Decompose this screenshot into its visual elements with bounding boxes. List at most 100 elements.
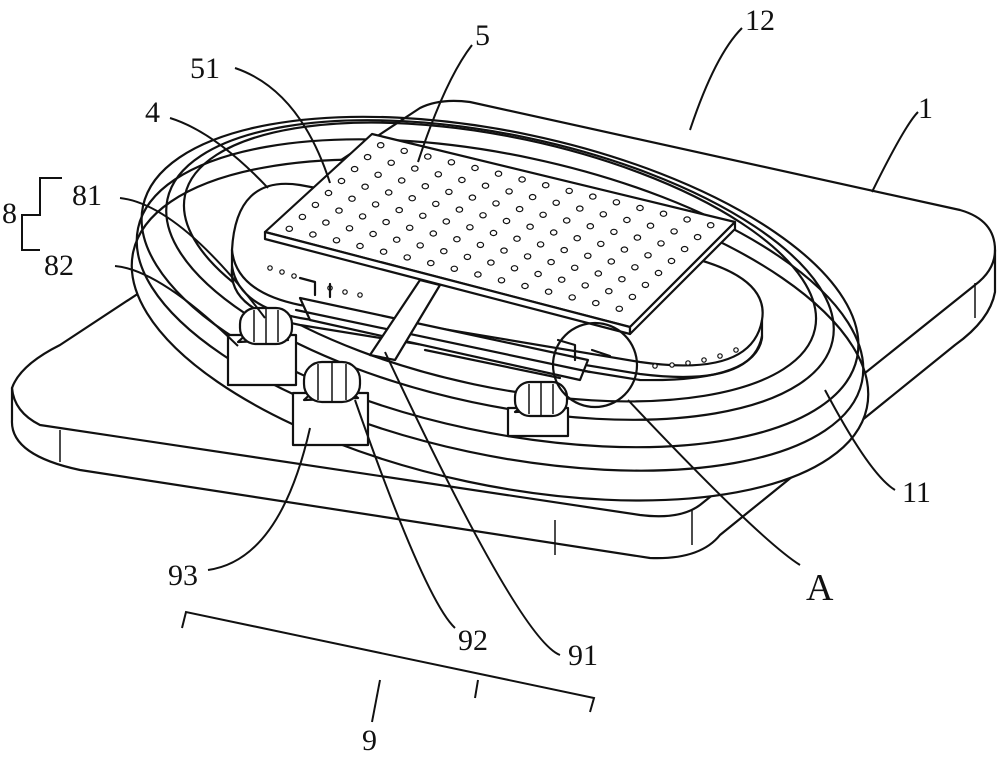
plate-hole bbox=[587, 224, 593, 229]
plate-hole bbox=[338, 178, 344, 183]
plate-hole bbox=[441, 249, 447, 254]
plate-hole bbox=[467, 225, 473, 230]
plate-hole bbox=[407, 225, 413, 230]
label-82: 82 bbox=[44, 249, 74, 282]
plate-hole bbox=[495, 171, 501, 176]
plate-hole bbox=[645, 253, 651, 258]
plate-hole bbox=[459, 177, 465, 182]
plate-hole bbox=[572, 265, 578, 270]
plate-hole bbox=[708, 223, 714, 228]
plate-hole bbox=[545, 289, 551, 294]
label-1: 1 bbox=[918, 92, 933, 125]
plate-hole bbox=[537, 242, 543, 247]
plate-hole bbox=[551, 230, 557, 235]
plate-hole bbox=[668, 258, 674, 263]
label-91: 91 bbox=[568, 639, 598, 672]
plate-hole bbox=[585, 253, 591, 258]
plate-hole bbox=[642, 282, 648, 287]
plate-hole bbox=[420, 213, 426, 218]
plate-hole bbox=[480, 213, 486, 218]
plate-hole bbox=[595, 271, 601, 276]
plate-hole bbox=[606, 289, 612, 294]
plate-hole bbox=[684, 217, 690, 222]
plate-hole bbox=[488, 260, 494, 265]
label-12: 12 bbox=[745, 4, 775, 37]
plate-hole bbox=[357, 243, 363, 248]
plate-hole bbox=[378, 143, 384, 148]
plate-hole bbox=[370, 231, 376, 236]
plate-hole bbox=[637, 205, 643, 210]
plate-hole bbox=[559, 277, 565, 282]
plate-hole bbox=[323, 220, 329, 225]
plate-hole bbox=[312, 202, 318, 207]
plate-hole bbox=[472, 165, 478, 170]
plate-hole bbox=[619, 277, 625, 282]
plate-hole bbox=[430, 231, 436, 236]
plate-hole bbox=[501, 248, 507, 253]
plate-hole bbox=[428, 261, 434, 266]
plate-hole bbox=[577, 206, 583, 211]
plate-hole bbox=[351, 167, 357, 172]
plate-hole bbox=[464, 254, 470, 259]
plate-hole bbox=[446, 189, 452, 194]
plate-hole bbox=[553, 200, 559, 205]
plate-hole bbox=[475, 272, 481, 277]
plate-hole bbox=[624, 217, 630, 222]
plate-hole bbox=[404, 255, 410, 260]
plate-hole bbox=[569, 295, 575, 300]
plate-hole bbox=[543, 183, 549, 188]
label-93: 93 bbox=[168, 559, 198, 592]
plate-hole bbox=[394, 237, 400, 242]
plate-hole bbox=[611, 229, 617, 234]
plate-hole bbox=[372, 202, 378, 207]
plate-hole bbox=[482, 183, 488, 188]
plate-hole bbox=[456, 207, 462, 212]
plate-hole bbox=[336, 208, 342, 213]
plate-hole bbox=[409, 196, 415, 201]
plate-hole bbox=[548, 260, 554, 265]
plate-hole bbox=[477, 242, 483, 247]
plate-hole bbox=[417, 243, 423, 248]
plate-hole bbox=[396, 208, 402, 213]
plate-hole bbox=[511, 266, 517, 271]
plate-hole bbox=[590, 194, 596, 199]
plate-hole bbox=[660, 211, 666, 216]
plate-hole bbox=[694, 235, 700, 240]
plate-hole bbox=[582, 283, 588, 288]
plate-hole bbox=[346, 226, 352, 231]
plate-hole bbox=[593, 301, 599, 306]
plate-hole bbox=[443, 219, 449, 224]
plate-hole bbox=[519, 177, 525, 182]
plate-hole bbox=[632, 265, 638, 270]
plate-hole bbox=[613, 200, 619, 205]
plate-hole bbox=[516, 207, 522, 212]
plate-hole bbox=[608, 259, 614, 264]
plate-hole bbox=[506, 189, 512, 194]
label-8: 8 bbox=[2, 197, 17, 230]
plate-hole bbox=[493, 201, 499, 206]
plate-hole bbox=[469, 195, 475, 200]
plate-hole bbox=[380, 249, 386, 254]
label-9: 9 bbox=[362, 724, 377, 757]
plate-hole bbox=[383, 220, 389, 225]
plate-hole bbox=[540, 212, 546, 217]
plate-hole bbox=[535, 271, 541, 276]
plate-hole bbox=[524, 254, 530, 259]
plate-hole bbox=[522, 283, 528, 288]
plate-hole bbox=[616, 306, 622, 311]
plate-hole bbox=[498, 278, 504, 283]
plate-hole bbox=[451, 266, 457, 271]
plate-hole bbox=[647, 223, 653, 228]
plate-hole bbox=[299, 214, 305, 219]
plate-hole bbox=[359, 214, 365, 219]
plate-hole bbox=[362, 184, 368, 189]
motor-right bbox=[508, 382, 568, 436]
plate-hole bbox=[621, 247, 627, 252]
plate-hole bbox=[435, 172, 441, 177]
label-5: 5 bbox=[475, 19, 490, 52]
plate-hole bbox=[529, 195, 535, 200]
plate-hole bbox=[425, 154, 431, 159]
plate-hole bbox=[454, 237, 460, 242]
plate-hole bbox=[490, 230, 496, 235]
plate-hole bbox=[598, 241, 604, 246]
